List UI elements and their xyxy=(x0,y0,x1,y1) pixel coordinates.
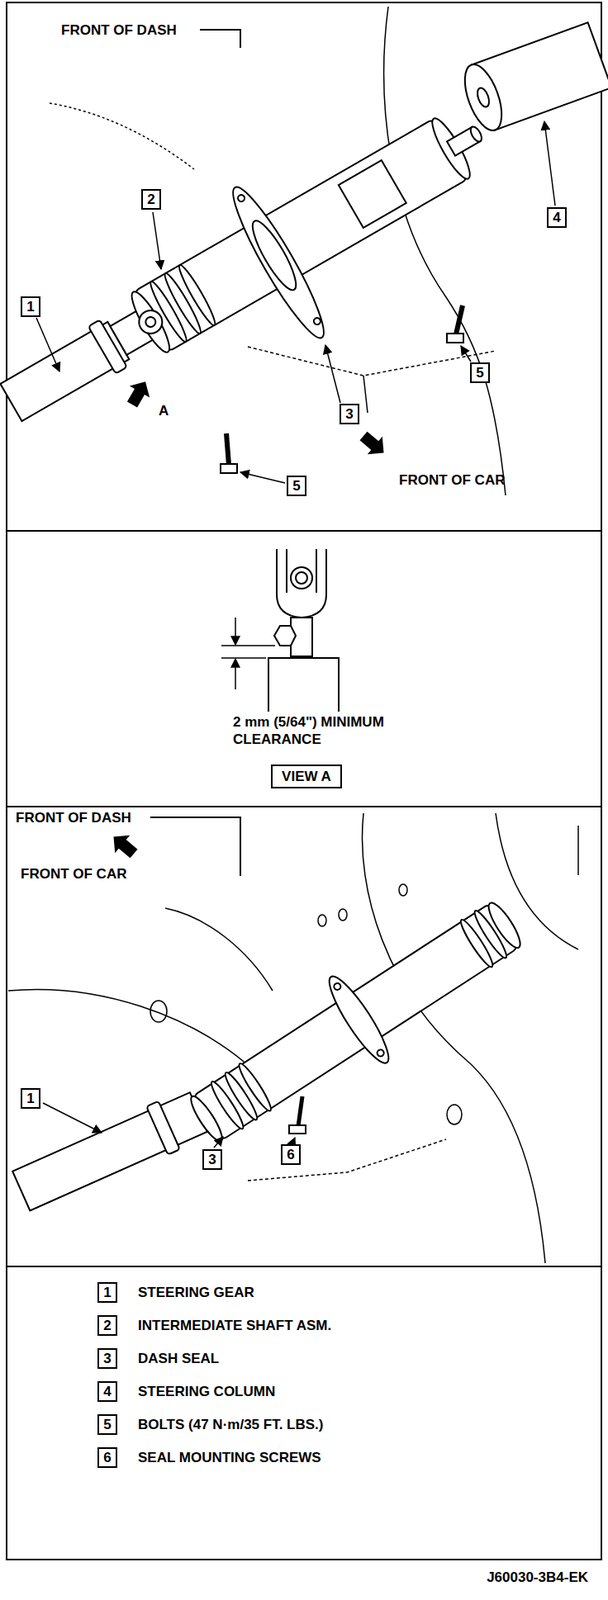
direction-label: FRONT OF CAR xyxy=(20,865,127,884)
callout-box: 2 xyxy=(97,1315,117,1337)
dash-panel xyxy=(49,6,506,496)
seal-screw xyxy=(289,1097,306,1135)
callout-box: 4 xyxy=(97,1382,117,1403)
callout-box: 6 xyxy=(280,1144,300,1166)
leader-line xyxy=(42,1103,295,1149)
callout-number: 4 xyxy=(103,1383,111,1402)
callout-box: 1 xyxy=(20,1088,40,1110)
legend-text: SEAL MOUNTING SCREWS xyxy=(137,1449,322,1468)
frame xyxy=(6,2,602,1561)
callout-number: 2 xyxy=(103,1317,111,1335)
legend-text: STEERING COLUMN xyxy=(137,1383,276,1402)
direction-label: FRONT OF DASH xyxy=(61,21,177,39)
legend-text: INTERMEDIATE SHAFT ASM. xyxy=(137,1317,332,1335)
bolt xyxy=(220,305,464,474)
view-box: VIEW A xyxy=(270,764,342,789)
direction-arrow xyxy=(356,427,392,462)
view-arrow xyxy=(122,375,156,411)
callout-box: 1 xyxy=(20,296,40,318)
steering-column xyxy=(457,22,608,135)
callout-number: 5 xyxy=(475,364,484,382)
dimension-note: 2 mm (5/64") MINIMUM CLEARANCE xyxy=(232,713,411,749)
callout-box: 4 xyxy=(546,207,566,228)
callout-number: 3 xyxy=(208,1151,216,1169)
figure-code: J60030-3B4-EK xyxy=(486,1569,589,1587)
callout-number: 3 xyxy=(103,1350,111,1368)
steering-gear xyxy=(10,1088,210,1216)
callout-box: 6 xyxy=(97,1448,117,1469)
callout-box: 5 xyxy=(286,475,306,497)
dash-panel xyxy=(8,813,579,1264)
callout-box: 3 xyxy=(202,1149,222,1171)
dimension-line xyxy=(221,617,276,690)
callout-number: 1 xyxy=(26,298,34,316)
callout-number: 1 xyxy=(103,1284,111,1302)
legend-text: BOLTS (47 N·m/35 FT. LBS.) xyxy=(137,1416,324,1435)
callout-box: 5 xyxy=(470,362,490,384)
callout-box: 3 xyxy=(97,1349,117,1370)
callout-box: 5 xyxy=(97,1415,117,1436)
direction-label: FRONT OF DASH xyxy=(15,809,132,827)
callout-number: 1 xyxy=(26,1090,34,1108)
callout-box: 2 xyxy=(141,189,161,210)
callout-number: 3 xyxy=(345,405,353,423)
callout-number: 5 xyxy=(292,477,300,495)
legend-text: STEERING GEAR xyxy=(137,1284,255,1302)
view-letter: A xyxy=(158,402,169,420)
direction-arrow xyxy=(105,828,142,864)
direction-label: FRONT OF CAR xyxy=(399,471,505,490)
view-title: VIEW A xyxy=(281,768,332,786)
callout-number: 2 xyxy=(147,190,155,209)
callout-number: 6 xyxy=(286,1146,295,1164)
yoke-detail xyxy=(268,549,339,713)
callout-number: 6 xyxy=(103,1449,111,1468)
callout-box: 1 xyxy=(97,1282,117,1304)
callout-number: 4 xyxy=(552,209,561,227)
dash-seal xyxy=(173,878,539,1166)
callout-number: 5 xyxy=(103,1416,111,1435)
shaft-assembly xyxy=(0,67,530,489)
leader-line xyxy=(36,121,556,484)
legend-text: DASH SEAL xyxy=(137,1350,219,1368)
callout-box: 3 xyxy=(339,403,359,425)
